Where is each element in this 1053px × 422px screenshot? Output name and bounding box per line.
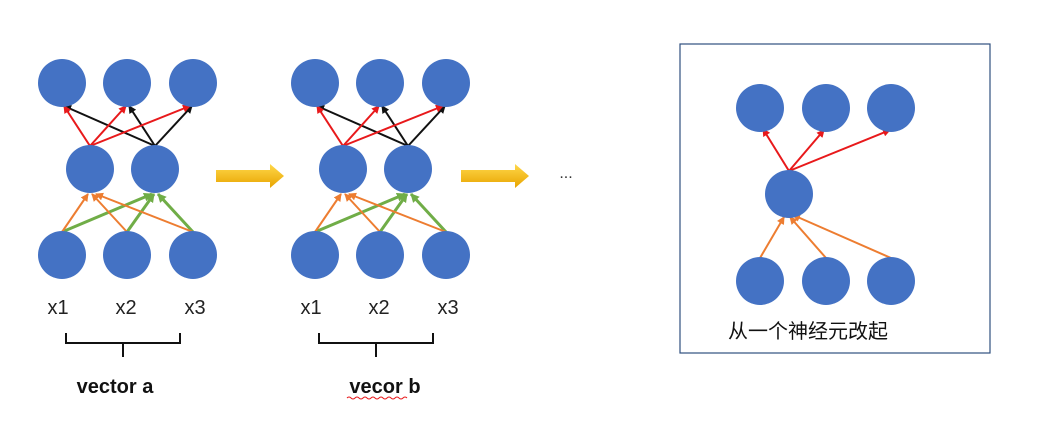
output-node [103,59,151,107]
brace [65,333,181,357]
edge-orange [792,214,892,259]
edge-orange [348,192,447,233]
vector-label: vector a [77,376,155,398]
input-node [356,231,404,279]
edge-green [378,193,409,233]
input-node [802,257,850,305]
edge-red [342,105,380,147]
network-b: x1 x2 x3 vecor b [291,59,470,400]
edge-orange [759,216,785,259]
edge-green [314,192,406,234]
input-node [291,231,339,279]
edge-red [89,104,191,147]
edge-red [342,104,444,147]
hidden-node [765,170,813,218]
input-label-x2: x2 [115,297,136,319]
network-a-nodes [38,59,217,279]
network-b-edges [314,104,448,234]
brace [318,333,434,357]
edge-orange [789,216,827,259]
output-node [867,84,915,132]
edge-red [762,128,790,172]
input-node [169,231,217,279]
edge-red [788,128,891,172]
edge-orange [61,193,89,233]
hidden-node [131,145,179,193]
edge-green [409,192,448,234]
edge-black [154,105,193,147]
network-b-nodes [291,59,470,279]
flow-arrow [216,164,284,188]
input-node [867,257,915,305]
inset-caption: 从一个神经元改起 [728,319,888,343]
spellcheck-underline [346,396,408,400]
output-node [169,59,217,107]
edge-green [156,192,195,234]
input-label-x3: x3 [437,297,458,319]
output-node [802,84,850,132]
flow-arrow [461,164,529,188]
input-label-x3: x3 [184,297,205,319]
network-a-edges [61,104,195,234]
inset-edges [759,128,892,259]
edge-red [63,105,91,147]
edge-black [63,105,156,147]
edge-red [89,105,127,147]
input-label-x2: x2 [368,297,389,319]
output-node [38,59,86,107]
edge-orange [91,193,128,233]
edge-red [788,129,825,172]
hidden-node [384,145,432,193]
edge-orange [95,192,194,233]
edge-black [407,105,446,147]
edge-orange [344,193,381,233]
inset-border [679,43,991,354]
network-a: x1 x2 x3 vector a [38,59,217,398]
input-node [422,231,470,279]
hidden-node [66,145,114,193]
output-node [356,59,404,107]
input-node [38,231,86,279]
input-label-x1: x1 [47,297,68,319]
hidden-node [319,145,367,193]
inset-single-neuron: 从一个神经元改起 [679,43,991,354]
input-node [736,257,784,305]
edge-green [61,192,153,234]
output-node [291,59,339,107]
edge-orange [314,193,342,233]
inset-nodes [736,84,915,305]
edge-green [125,193,156,233]
vector-label: vecor b [349,376,420,398]
ellipsis: ... [559,165,572,182]
input-node [103,231,151,279]
output-node [736,84,784,132]
edge-red [316,105,344,147]
input-label-x1: x1 [300,297,321,319]
output-node [422,59,470,107]
edge-black [316,105,409,147]
